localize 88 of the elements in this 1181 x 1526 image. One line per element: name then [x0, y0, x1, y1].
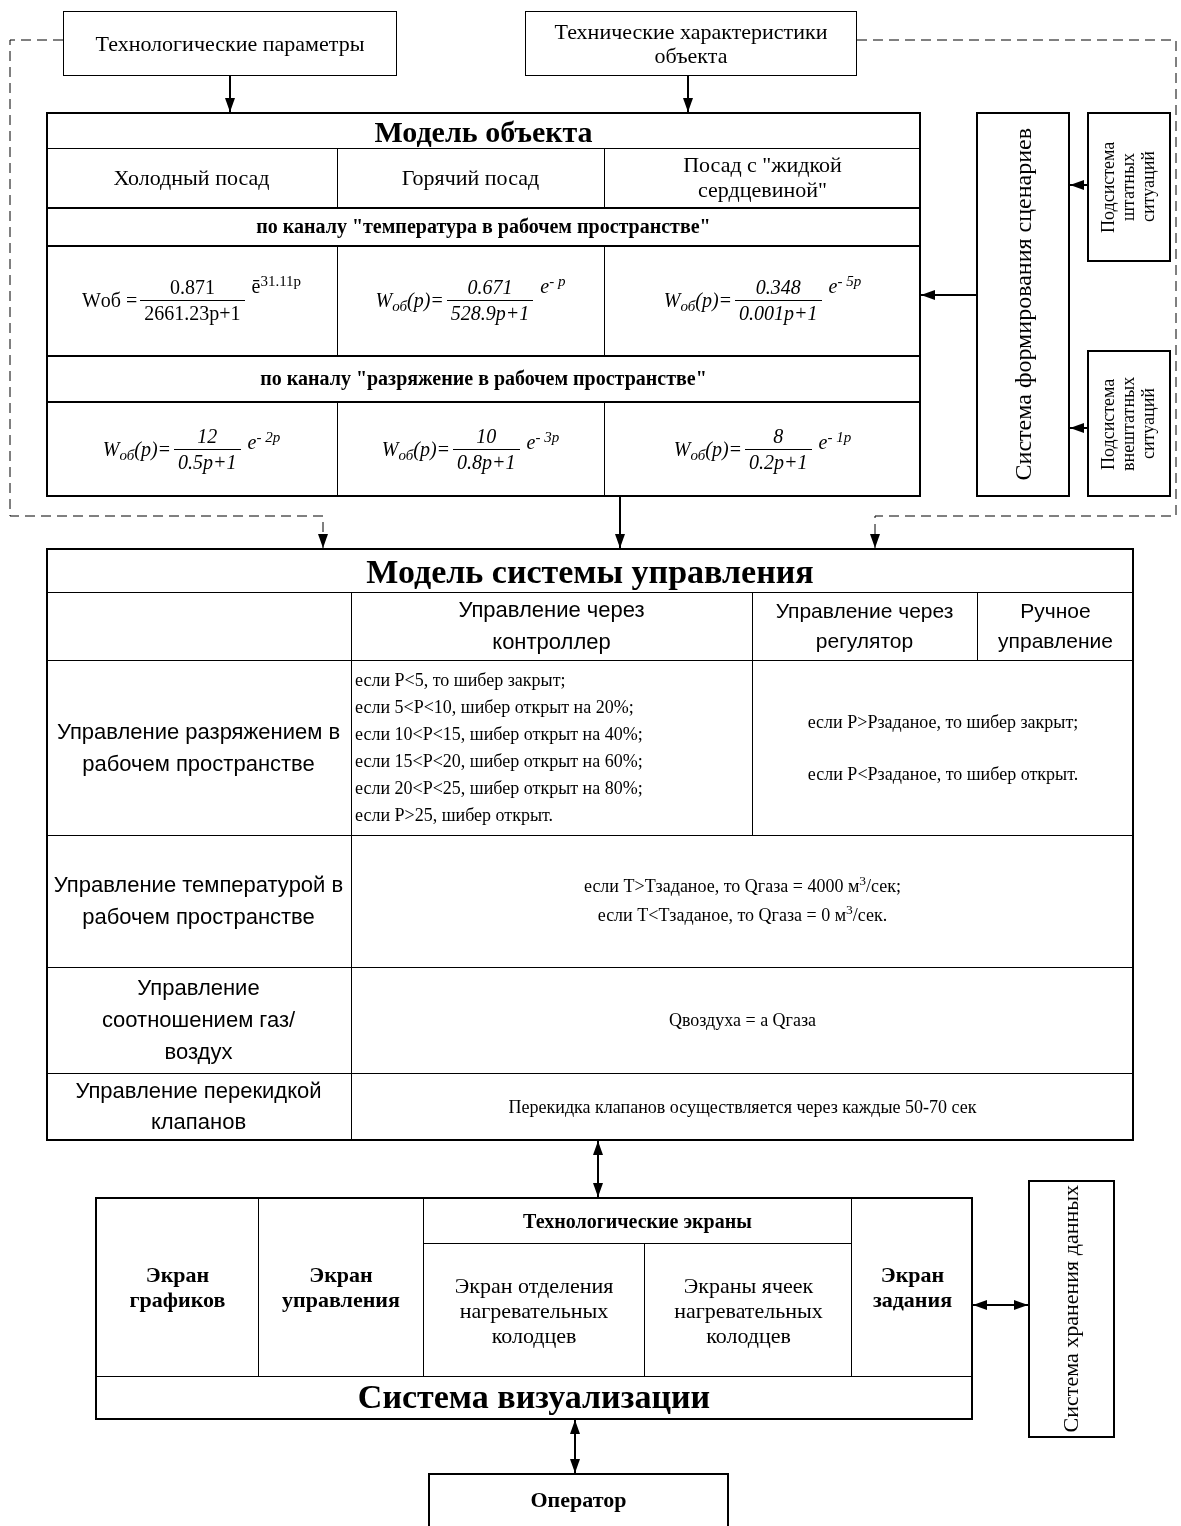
box-label: Подсистема внештатных ситуаций	[1099, 375, 1159, 473]
panel-title: Система визуализации	[357, 1379, 711, 1414]
formula-exponent: e$^{- 1p}$	[818, 427, 852, 455]
arrow	[856, 39, 1177, 549]
rule-text: если P<5, то шибер закрыт;	[355, 668, 566, 692]
formula-lhs: W$_{об}$(p)=	[673, 437, 743, 464]
cell-text: Ручное управление	[997, 597, 1114, 654]
arrow	[920, 290, 977, 300]
screen-cell	[259, 1199, 424, 1377]
screen-label: Экран графиков	[128, 1263, 227, 1312]
cell-text: Управление перекидкой клапанов	[74, 1077, 323, 1136]
formula-numerator: 10	[475, 423, 498, 449]
arrow	[1069, 180, 1088, 190]
rule-text: если 10<P<15, шибер открыт на 40%;	[355, 722, 643, 746]
subsystem-box	[1087, 112, 1171, 262]
screen-label: Экран отделения нагревательных колодцев	[453, 1272, 615, 1349]
cell-text: Управление через контроллер	[457, 596, 646, 656]
box-label: Технологические параметры	[95, 31, 365, 56]
formula-numerator: 0.348	[754, 274, 802, 300]
arrow	[225, 75, 235, 113]
operator-box	[428, 1473, 729, 1526]
formula-denominator: 0.2p+1	[748, 449, 809, 475]
formula-lhs: W$_{об}$(p)=	[375, 288, 444, 315]
formula-exponent: e$^{- 2p}$	[247, 427, 281, 455]
rule-text: если P>Pзаданое, то шибер закрыт;	[807, 712, 1079, 731]
rule-text: если 15<P<20, шибер открыт на 60%;	[355, 749, 643, 773]
formula-exponent: ē$^{31.11p}$	[251, 271, 302, 299]
formula-denominator: 2661.23p+1	[143, 300, 242, 326]
rule-text: если T>Tзаданое, то Qгаза = 4000 м$^{3}$/сек;	[583, 872, 902, 899]
screen-label: Экраны ячеек нагревательных колодцев	[673, 1272, 824, 1349]
subsystem-box	[1087, 350, 1171, 497]
formula-denominator: 528.9p+1	[449, 300, 531, 326]
formula-numerator: 0.871	[168, 274, 216, 300]
formula-numerator: 8	[772, 423, 785, 449]
formula-lhs: W$_{об}$(p)=	[381, 437, 451, 464]
arrow	[683, 75, 693, 113]
screen-label: Экран управления	[281, 1263, 401, 1312]
formula-exponent: e$^{- 5p}$	[828, 271, 862, 299]
rule-text: если 20<P<25, шибер открыт на 80%;	[355, 776, 643, 800]
cell-text: Управление соотношением газ/воздух	[100, 974, 297, 1066]
cell-text: Управление разряжением в рабочем пространстве	[55, 717, 342, 778]
cell-text: Посад с "жидкой сердцевиной"	[682, 153, 843, 202]
formula-denominator: 0.8p+1	[456, 449, 517, 475]
group-title: Технологические экраны	[523, 1211, 752, 1231]
model-table	[46, 112, 921, 497]
formula-lhs: W$_{об}$(p)=	[102, 437, 172, 464]
box-label: Оператор	[530, 1489, 627, 1511]
screen-cell	[97, 1199, 259, 1377]
formula-numerator: 0.671	[466, 274, 514, 300]
screen-group	[424, 1199, 852, 1377]
cell-text: по каналу "разряжение в рабочем пространстве"	[260, 366, 707, 392]
formula-denominator: 0.001p+1	[738, 300, 819, 326]
cell-text: Qвоздуха = а Qгаза	[668, 1008, 817, 1032]
cell-text: по каналу "температура в рабочем пространстве"	[256, 214, 711, 240]
cell-text: Перекидка клапанов осуществляется через каждые 50-70 сек	[508, 1095, 977, 1119]
cell-text: Управление через регулятор	[774, 597, 955, 654]
formula-lhs: W$_{об}$(p)=	[663, 288, 733, 315]
formula-lhs: Wоб =	[81, 288, 138, 313]
box-label: Система хранения данных	[1059, 1185, 1084, 1433]
arrow	[1069, 423, 1088, 433]
rule-text: если T<Tзаданое, то Qгаза = 0 м$^{3}$/сек.	[597, 901, 888, 927]
rule-text: если P<Pзаданое, то шибер открыт.	[807, 764, 1079, 783]
visualization-panel	[95, 1197, 973, 1420]
screen-label: Экран задания	[871, 1263, 954, 1312]
box-label: Система формирования сценариев	[1009, 128, 1037, 481]
rule-text: если P>25, шибер открыт.	[355, 803, 554, 827]
table-title: Модель объекта	[374, 117, 593, 147]
cell-text: Управление температурой в рабочем пространстве	[52, 871, 345, 931]
cell-text: Горячий посад	[401, 163, 540, 192]
double-arrow	[570, 1419, 580, 1474]
cell-text: Холодный посад	[113, 163, 270, 192]
arrow	[9, 39, 328, 549]
input-box	[525, 11, 857, 76]
formula-numerator: 12	[196, 423, 219, 449]
box-label: Технические характеристики объекта	[553, 20, 829, 67]
formula-exponent: e$^{- 3p}$	[526, 427, 560, 455]
formula-denominator: 0.5p+1	[177, 449, 238, 475]
box-label: Подсистема штатных ситуаций	[1099, 140, 1159, 235]
storage-box	[1028, 1180, 1115, 1438]
arrow	[615, 496, 625, 549]
system-box	[976, 112, 1070, 497]
control-model-table	[46, 548, 1134, 1141]
double-arrow	[972, 1300, 1029, 1310]
table-title: Модель системы управления	[366, 555, 814, 589]
formula-exponent: e$^{- p}$	[540, 271, 566, 299]
rule-text: если 5<P<10, шибер открыт на 20%;	[355, 695, 634, 719]
input-box	[63, 11, 397, 76]
double-arrow	[593, 1140, 603, 1198]
